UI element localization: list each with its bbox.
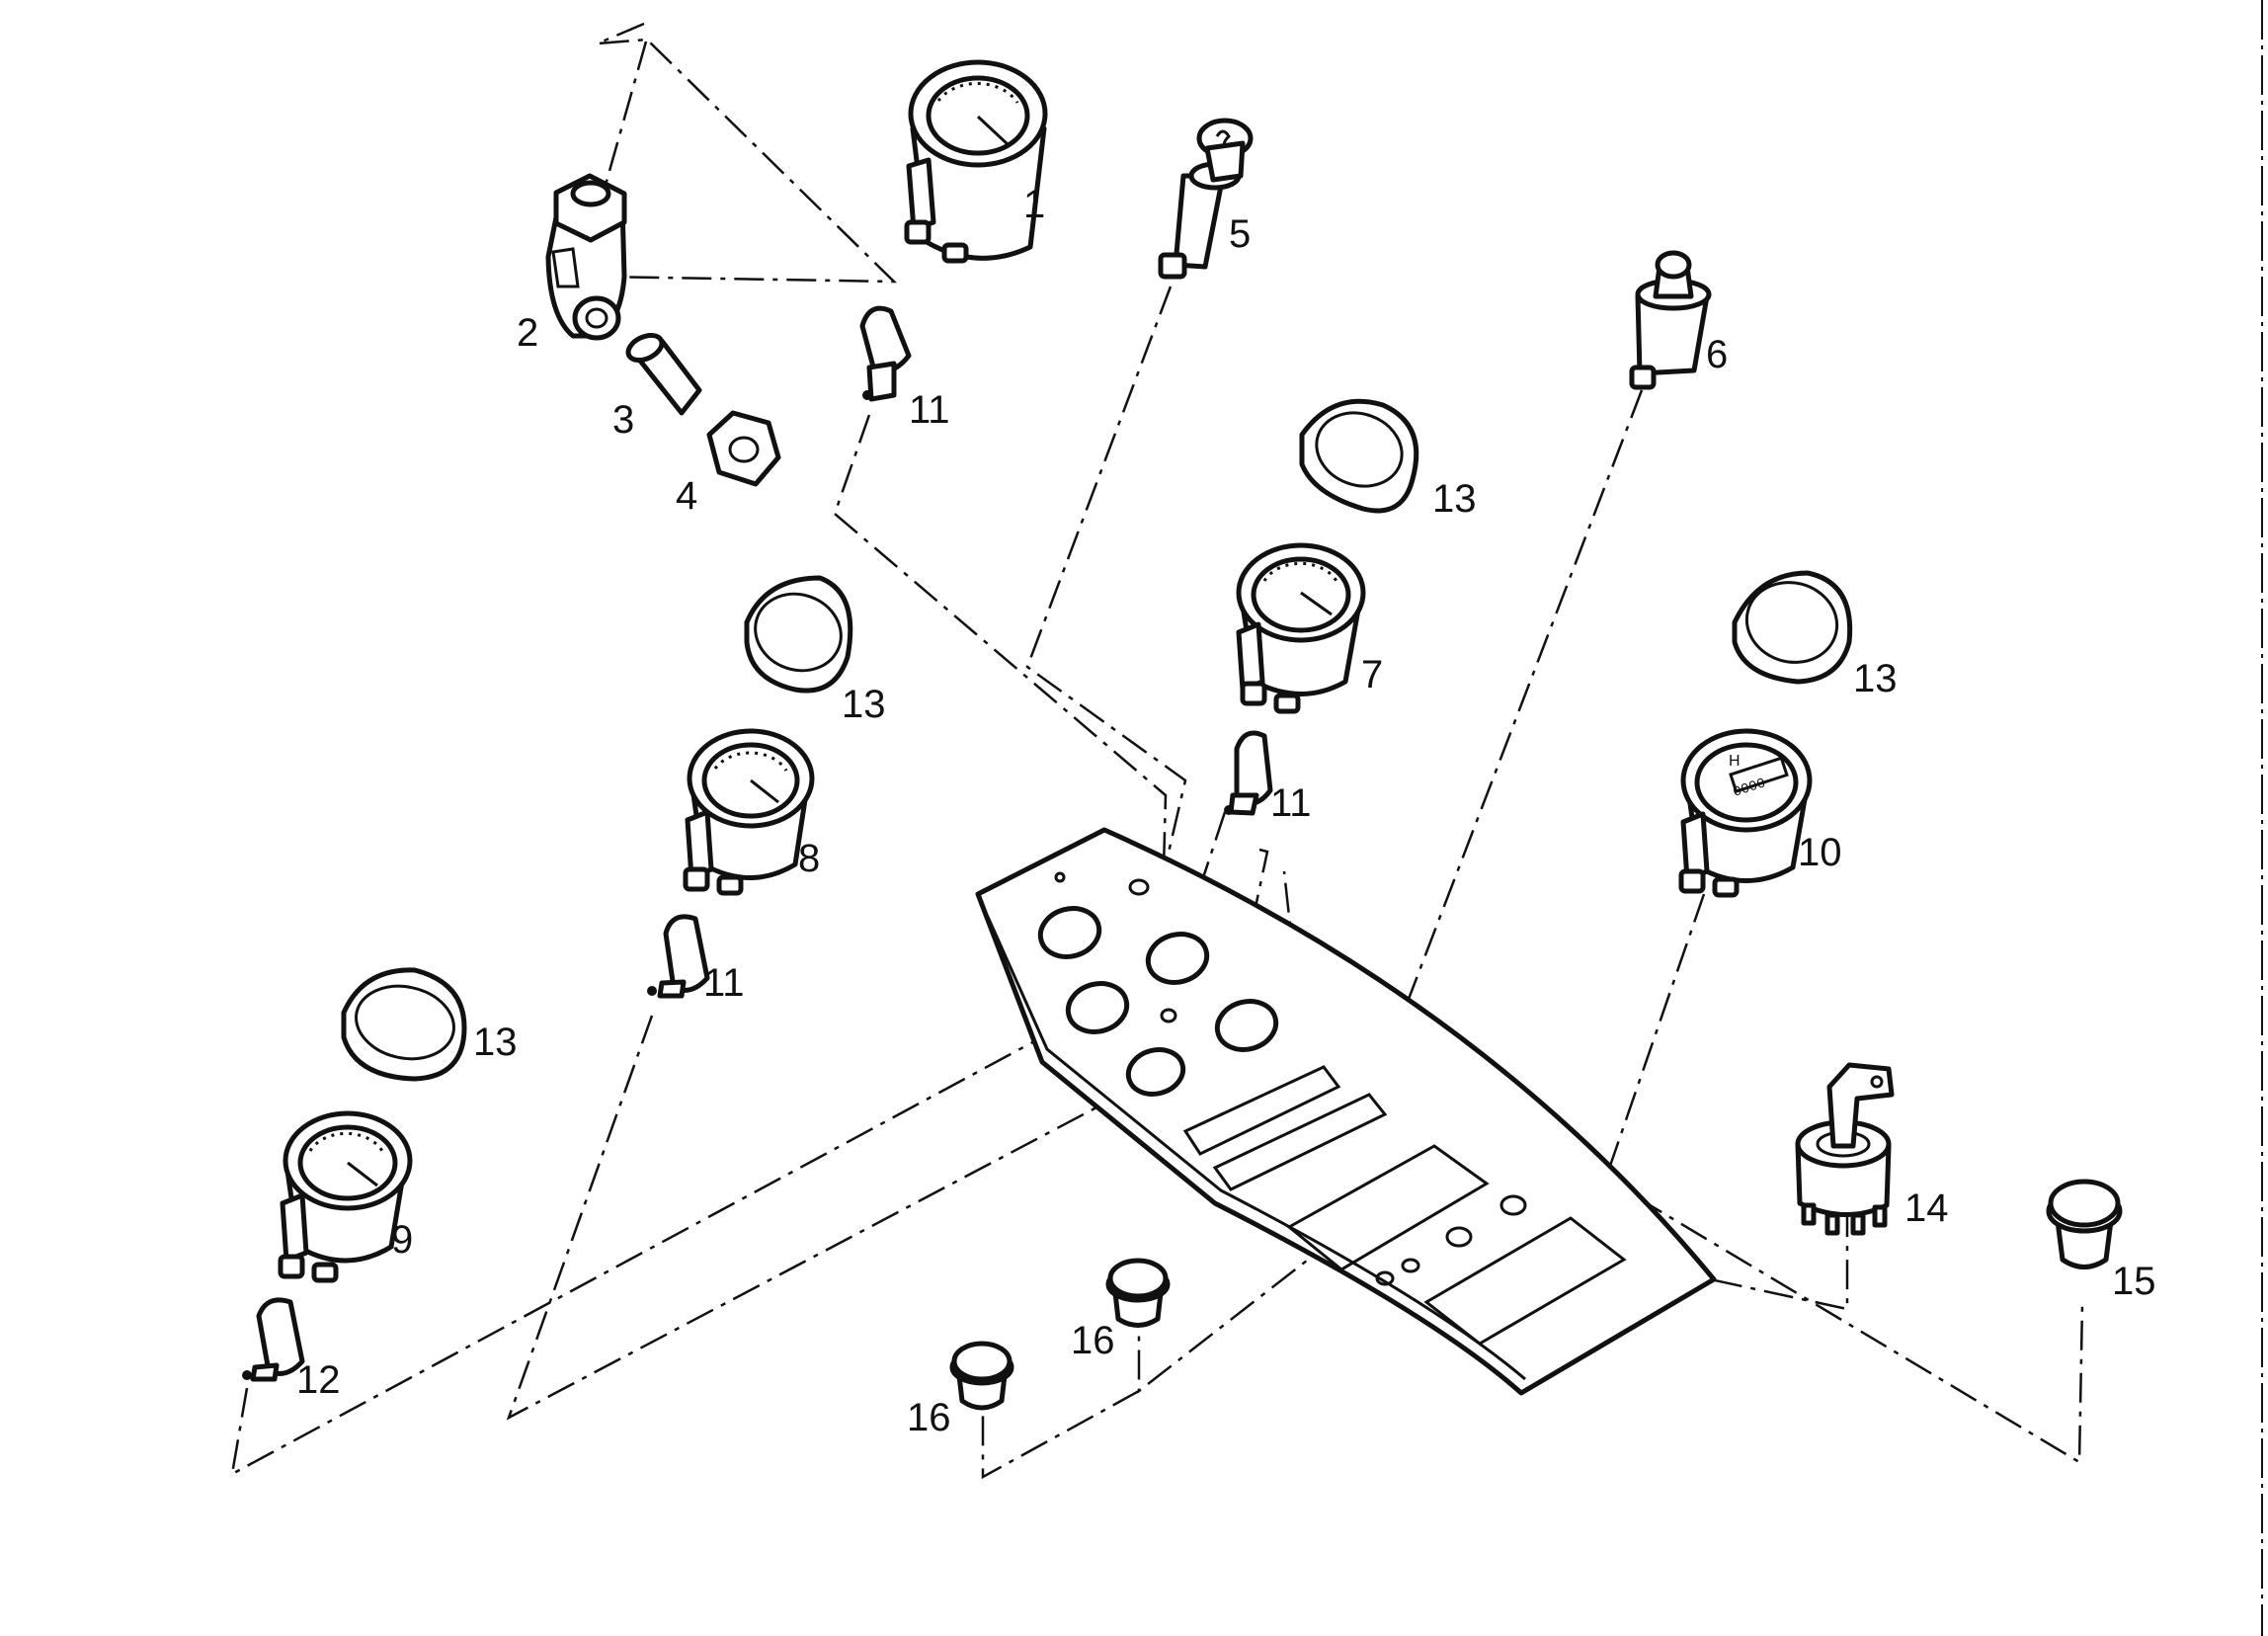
- panel-hole-3: [1065, 981, 1130, 1034]
- label-14: 14: [1904, 1186, 1949, 1230]
- panel-small-hole: [1054, 871, 1066, 883]
- bulb-11-lower: [647, 914, 710, 999]
- bulb-12: [242, 1297, 305, 1382]
- panel-plate: [975, 827, 1717, 1396]
- label-12: 12: [296, 1358, 341, 1402]
- label-8: 8: [798, 837, 820, 880]
- panel-small-hole: [1445, 1226, 1473, 1248]
- panel-hole-4: [1214, 999, 1279, 1052]
- bezel-ring-13-top: [1299, 398, 1419, 514]
- bezel-ring-13-bottom-left: [341, 967, 467, 1082]
- panel-window-1: [1182, 1065, 1341, 1156]
- elbow-fitting-2: [545, 173, 627, 341]
- panel-small-hole: [1499, 1194, 1527, 1216]
- bezel-ring-13-right: [1732, 570, 1853, 685]
- panel-hole-5: [1125, 1047, 1186, 1097]
- bulb-11-middle: [1224, 730, 1273, 816]
- label-1: 1: [1023, 183, 1045, 226]
- label-13-bottom-left: 13: [473, 1021, 518, 1064]
- panel-small-hole: [1160, 1008, 1177, 1023]
- label-16-lower: 16: [907, 1396, 951, 1439]
- bezel-ring-13-left: [744, 575, 853, 694]
- label-9: 9: [391, 1218, 413, 1262]
- label-6: 6: [1706, 333, 1728, 376]
- label-7: 7: [1361, 653, 1383, 696]
- hex-nut-4: [706, 410, 781, 487]
- label-2: 2: [517, 311, 538, 355]
- hourmeter-letter: H: [1729, 753, 1741, 770]
- panel-small-hole: [1375, 1270, 1395, 1286]
- label-10: 10: [1798, 831, 1842, 874]
- panel-window-4: [1423, 1216, 1627, 1346]
- hour-meter-10: H 0000: [1678, 728, 1813, 898]
- label-11-middle: 11: [1270, 781, 1312, 825]
- label-15: 15: [2112, 1260, 2156, 1303]
- gauge-9: [278, 1110, 413, 1283]
- label-5: 5: [1229, 212, 1251, 256]
- label-13-top: 13: [1432, 477, 1477, 521]
- panel-hole-1: [1037, 906, 1102, 959]
- ignition-key-switch-14: [1795, 1062, 1895, 1236]
- panel-window-3: [1286, 1144, 1490, 1271]
- label-11-top: 11: [909, 388, 950, 432]
- blanking-plug-16-lower: [949, 1341, 1014, 1411]
- panel-small-hole: [1401, 1258, 1420, 1273]
- leader-lines: [230, 22, 2084, 1480]
- push-switch-5: [1158, 118, 1254, 280]
- gauge-8: [683, 728, 815, 896]
- bulb-11-top: [859, 305, 912, 402]
- push-button-6: [1629, 250, 1712, 390]
- panel-small-hole: [1128, 878, 1150, 896]
- gauge-7: [1236, 542, 1366, 714]
- label-11-lower: 11: [703, 961, 745, 1005]
- sleeve-3: [625, 332, 702, 416]
- label-3: 3: [612, 398, 634, 442]
- label-13-right: 13: [1853, 657, 1898, 700]
- panel-window-2: [1212, 1093, 1388, 1191]
- label-4: 4: [676, 474, 697, 518]
- blanking-plug-16-upper: [1105, 1258, 1171, 1328]
- label-13-left: 13: [842, 683, 886, 726]
- blanking-plug-15: [2046, 1179, 2123, 1269]
- label-16-upper: 16: [1071, 1319, 1115, 1362]
- gauge-1: [904, 59, 1048, 264]
- panel-hole-2: [1145, 932, 1210, 985]
